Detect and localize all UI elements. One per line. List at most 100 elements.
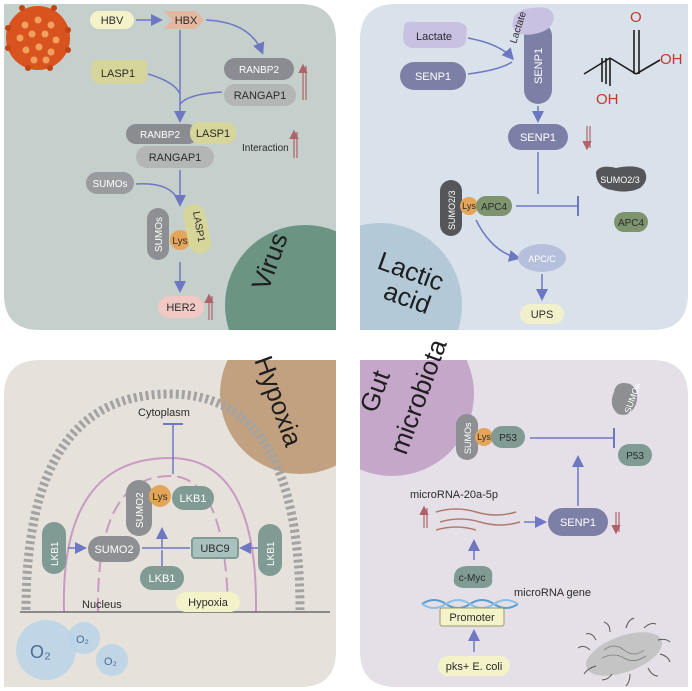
senp1-b-shape	[524, 22, 552, 104]
lkb1-right-shape	[258, 524, 282, 576]
nucleus-label: Nucleus	[82, 599, 122, 611]
sumo23-b-label: SUMO2/3	[600, 175, 640, 185]
lactic-lys-label: Lys	[462, 201, 476, 211]
ups-shape	[520, 304, 564, 324]
dna-helix-icon	[421, 599, 519, 609]
p53-a-label: P53	[499, 433, 517, 444]
apc4-b-label: APC4	[618, 218, 645, 229]
lasp1-label: LASP1	[101, 68, 135, 80]
o2-big-label: O₂	[30, 642, 51, 662]
sumo2-b-label: SUMO2	[94, 544, 133, 556]
gut-lys-circle	[475, 428, 493, 446]
hbx-label: HBX	[175, 15, 198, 27]
lys-lasp1-label: LASP1	[190, 211, 206, 244]
hypoxia-panel: Hypoxia Cytoplasm SUMO2 Lys LKB1 LKB1 SU…	[4, 352, 336, 687]
senp1-a-label: SENP1	[415, 71, 451, 83]
promoter-label: Promoter	[449, 612, 495, 624]
gut-lys-label: Lys	[477, 432, 491, 442]
senp1-c-shape	[508, 124, 568, 150]
pks-pill	[438, 656, 510, 676]
ranbp2-shape	[224, 58, 294, 80]
lkb1-left-label: LKB1	[50, 541, 61, 566]
hypoxia-lys-circle	[149, 485, 171, 507]
lactate2-shape	[512, 7, 554, 35]
sumo23-a-shape	[440, 180, 462, 236]
sumos-a-label: SUMOs	[463, 422, 473, 454]
lkb1-right-label: LKB1	[266, 541, 277, 566]
o2-mid-label: O₂	[76, 634, 89, 646]
lactic-oh-bottom-label: OH	[596, 91, 619, 108]
pks-label: pks+ E. coli	[446, 661, 503, 673]
apc4-a-shape	[476, 196, 512, 216]
lactic-oh-right-label: OH	[660, 51, 683, 68]
complex-rangap1-shape	[136, 146, 214, 168]
her2-shape	[158, 296, 204, 318]
sumo2-b-shape	[88, 536, 140, 562]
rangap1-label: RANGAP1	[234, 90, 287, 102]
complex-ranbp2-shape	[126, 124, 198, 144]
sumos-a-shape	[456, 414, 478, 460]
gut-senp1-label: SENP1	[560, 517, 596, 529]
lactic-acid-structure-icon	[583, 30, 661, 86]
ranbp2-label: RANBP2	[239, 65, 279, 76]
complex-lasp1-label: LASP1	[196, 128, 230, 140]
lactic-lys-circle	[460, 197, 478, 215]
hypoxia-pill	[176, 592, 240, 612]
cmyc-label: c-Myc	[459, 573, 486, 584]
lactic-o-label: O	[630, 9, 642, 26]
sumo23-b-shape	[596, 166, 647, 192]
lys-lasp1-shape	[183, 204, 211, 254]
hypoxia-title-circle	[220, 360, 336, 474]
lkb1-b-shape	[140, 566, 184, 590]
virus-title-circle	[225, 225, 336, 330]
gut-panel: Gut microbiota SUMOs Lys P53 SUMOs P53 m…	[353, 335, 688, 687]
lkb1-a-shape	[172, 486, 214, 510]
lasp1-shape	[90, 60, 148, 84]
virus-panel: Virus HBV HBX RANBP2 RANGAP1	[4, 4, 336, 330]
rangap1-shape	[224, 84, 296, 106]
mirna-label: microRNA-20a-5p	[410, 489, 498, 501]
complex-ranbp2-label: RANBP2	[140, 130, 180, 141]
interaction-label: Interaction	[242, 143, 289, 154]
gut-title-circle	[360, 360, 474, 476]
hbv-label: HBV	[101, 15, 124, 27]
sumos-label: SUMOs	[93, 179, 128, 190]
hbx-shape	[164, 11, 204, 29]
cmyc-shape	[453, 566, 493, 588]
lkb1-a-label: LKB1	[180, 493, 207, 505]
lactate1-shape	[403, 21, 467, 48]
ubc9-shape	[191, 537, 239, 559]
hbv-pill	[90, 11, 134, 29]
complex-lasp1-shape	[190, 122, 236, 144]
p53-b-shape	[618, 444, 652, 466]
sumos-shape	[86, 172, 134, 194]
apcc-shape	[518, 244, 566, 272]
apc4-a-label: APC4	[481, 202, 508, 213]
sumos-b-shape	[611, 383, 638, 415]
lys-label: Lys	[172, 236, 187, 247]
o2-small-label: O₂	[104, 656, 117, 668]
lys-circle	[170, 230, 190, 250]
apcc-label: APC/C	[528, 254, 556, 264]
senp1-b-label: SENP1	[533, 48, 545, 84]
sumo2-a-shape	[126, 480, 152, 536]
mirna-gene-label: microRNA gene	[514, 587, 591, 599]
lys-sumos-label: SUMOs	[154, 217, 165, 252]
her2-label: HER2	[166, 302, 195, 314]
p53-a-shape	[491, 426, 525, 448]
sumo23-a-label: SUMO2/3	[447, 190, 457, 230]
bacterium-icon	[577, 617, 671, 687]
cytoplasm-label: Cytoplasm	[138, 407, 190, 419]
sumo2-a-label: SUMO2	[135, 492, 146, 528]
ups-label: UPS	[531, 309, 554, 321]
lactate1-label: Lactate	[416, 31, 452, 43]
senp1-a-shape	[400, 62, 466, 90]
lkb1-left-shape	[42, 522, 66, 574]
hypoxia-label: Hypoxia	[188, 597, 229, 609]
lactic-panel: Lactic acid Lactate SENP1 SENP1 Lactate …	[360, 4, 688, 330]
virus-particle-icon	[5, 5, 71, 71]
oxygen-bubbles	[16, 620, 128, 680]
gut-senp1-shape	[548, 508, 608, 536]
